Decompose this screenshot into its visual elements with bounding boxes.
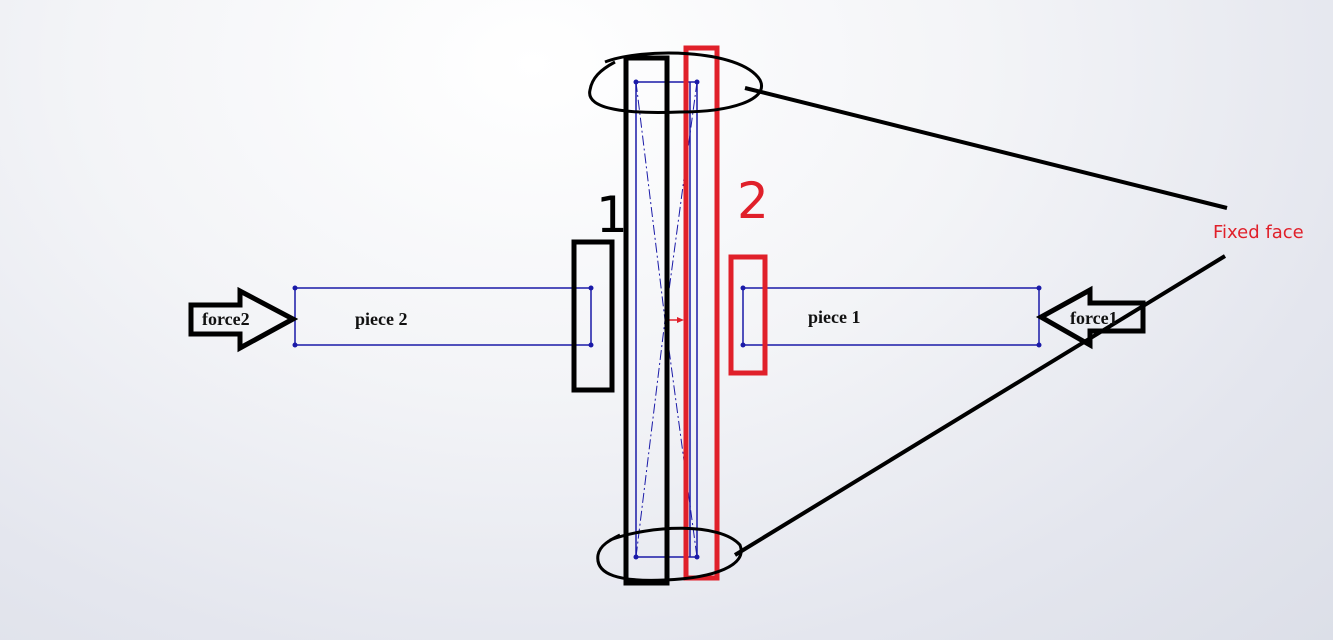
piece-1-label: piece 1	[808, 307, 860, 327]
origin-arrow-icon	[667, 317, 684, 323]
piece-1-outline	[742, 287, 1040, 346]
fixed-face-top-circle	[588, 51, 763, 114]
force2-label: force2	[202, 309, 250, 329]
face-2-label: 2	[737, 172, 769, 230]
force1-arrow-icon	[1035, 285, 1146, 350]
face-1-highlight	[623, 55, 670, 586]
fixed-face-bottom-circle	[596, 526, 743, 582]
fixed-face-label: Fixed face	[1213, 222, 1304, 243]
face-1-label: 1	[596, 186, 628, 244]
leader-line-top	[744, 86, 1228, 210]
piece-2-outline	[294, 287, 592, 346]
face-2-highlight	[683, 45, 720, 581]
piece-1-contact-highlight	[728, 254, 768, 376]
piece-2-label: piece 2	[355, 309, 407, 329]
piece-2-contact-highlight	[571, 239, 615, 393]
force1-label: force1	[1070, 308, 1118, 328]
force2-arrow-icon	[188, 286, 299, 353]
sketch-points	[292, 79, 1042, 560]
leader-line-bottom	[733, 254, 1227, 557]
